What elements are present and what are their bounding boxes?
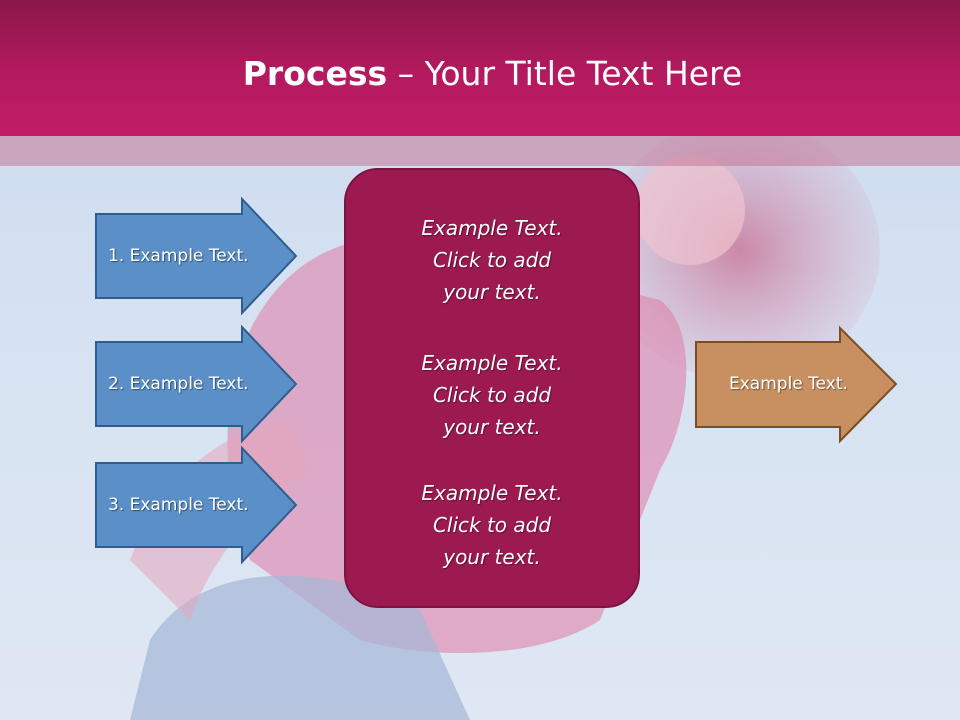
center-box[interactable] <box>344 168 640 608</box>
block-2-line-2: Click to add <box>432 383 552 407</box>
center-text-block-2[interactable]: Example Text. Click to add your text. <box>344 347 640 443</box>
block-3-line-1: Example Text. <box>421 481 563 505</box>
right-arrow-label: Example Text. <box>729 374 848 394</box>
slide-title[interactable]: Process – Your Title Text Here <box>0 52 960 96</box>
center-text-block-1[interactable]: Example Text. Click to add your text. <box>344 212 640 308</box>
left-arrow-2[interactable] <box>95 324 298 444</box>
photo-jeans <box>130 575 470 720</box>
right-arrow[interactable] <box>695 325 898 444</box>
photo-face <box>635 155 745 265</box>
left-arrow-1-label: 1. Example Text. <box>108 246 249 266</box>
title-text: Your Title Text Here <box>424 54 743 93</box>
left-arrow-1[interactable] <box>95 196 298 316</box>
center-text-block-3[interactable]: Example Text. Click to add your text. <box>344 477 640 573</box>
block-2-line-3: your text. <box>443 415 541 439</box>
block-3-line-2: Click to add <box>432 513 552 537</box>
block-3-line-3: your text. <box>443 545 541 569</box>
block-1-line-2: Click to add <box>432 248 552 272</box>
block-1-line-1: Example Text. <box>421 216 563 240</box>
left-arrow-2-label: 2. Example Text. <box>108 374 249 394</box>
block-1-line-3: your text. <box>443 280 541 304</box>
title-separator: – <box>387 54 425 93</box>
left-arrow-3-label: 3. Example Text. <box>108 495 249 515</box>
title-bold: Process <box>242 54 388 93</box>
left-arrow-3[interactable] <box>95 445 298 565</box>
block-2-line-1: Example Text. <box>421 351 563 375</box>
header-band <box>0 136 960 166</box>
header-bar <box>0 0 960 136</box>
